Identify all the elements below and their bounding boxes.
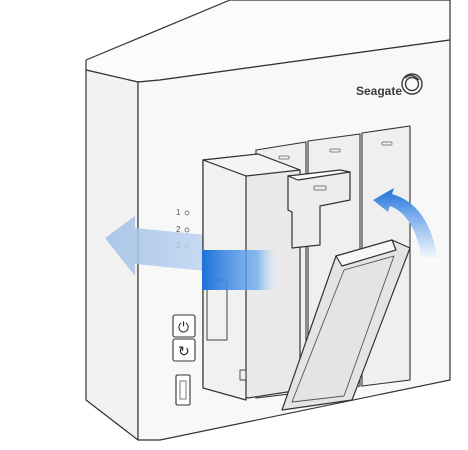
drive-tray-handle-bracket <box>287 171 351 249</box>
usb-port[interactable] <box>175 374 191 406</box>
bay-2-release-icon[interactable] <box>329 148 341 153</box>
drive-door-edge <box>335 239 397 267</box>
led-label-2: 2 <box>176 225 181 234</box>
power-button[interactable] <box>172 314 196 338</box>
drive-door-inner-rim <box>291 255 395 403</box>
motion-highlight-band <box>202 250 282 290</box>
led-2-icon <box>184 227 190 233</box>
bay-release-icons <box>278 141 393 160</box>
tray-release-icon <box>313 185 327 191</box>
curved-arrow-icon <box>373 188 438 262</box>
led-label-1: 1 <box>176 208 181 217</box>
bay-3-release-icon[interactable] <box>381 141 393 146</box>
front-buttons: ⏻ ↻ <box>172 314 196 406</box>
usb-port-slot <box>179 380 187 400</box>
seagate-swirl-icon <box>401 73 423 95</box>
brand-name: Seagate <box>356 84 402 98</box>
power-icon: ⏻ <box>178 320 189 336</box>
bay-1-release-icon[interactable] <box>278 155 290 160</box>
led-1-icon <box>184 210 190 216</box>
sync-icon: ↻ <box>178 344 190 360</box>
drive-tray-handle-top <box>287 169 351 181</box>
drive-door[interactable] <box>281 239 411 411</box>
sync-button[interactable] <box>172 338 196 362</box>
seagate-logo: Seagate <box>356 73 423 98</box>
drive-tray-notch <box>239 369 247 381</box>
